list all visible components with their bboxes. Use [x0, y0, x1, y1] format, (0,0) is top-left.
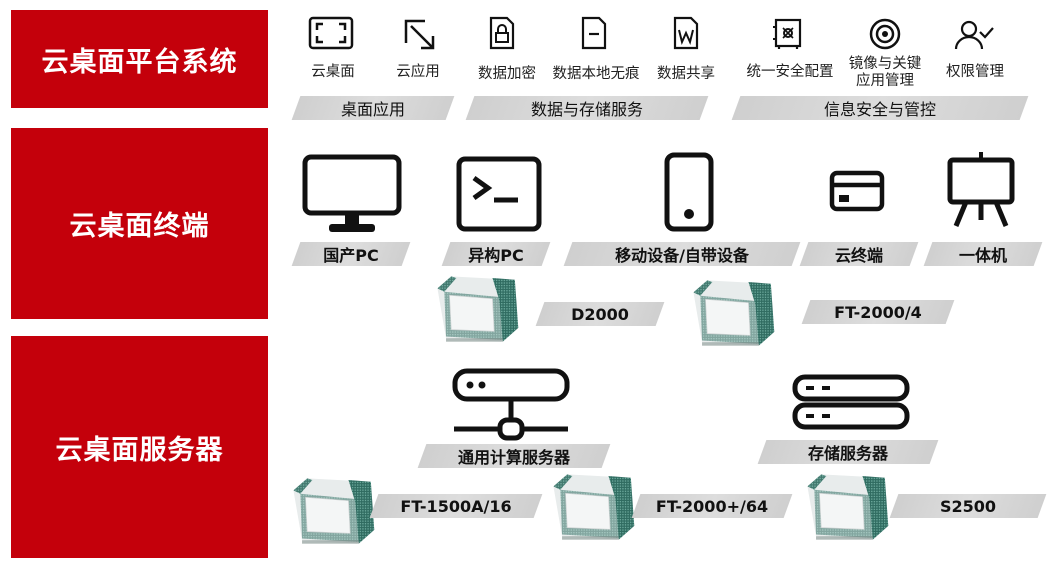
label-mirror-app-line2: 应用管理: [856, 73, 914, 89]
arrow-box-icon: [403, 18, 437, 52]
monitor-icon: [302, 154, 402, 234]
chip-ft2000-4-image: [690, 278, 776, 348]
storage-server-icon: [792, 374, 910, 430]
category-desktop-apps: 桌面应用: [296, 96, 450, 120]
label-mobile-device: 移动设备/自带设备: [568, 242, 796, 266]
file-lock-icon: [489, 16, 515, 50]
label-unified-security: 统一安全配置: [746, 64, 834, 80]
label-permission: 权限管理: [946, 64, 1004, 80]
label-chip-s2500: S2500: [894, 494, 1042, 518]
user-check-icon: [954, 20, 994, 50]
label-mirror-app: 镜像与关键 应用管理: [840, 56, 930, 90]
phone-icon: [664, 152, 714, 232]
easel-icon: [946, 150, 1016, 228]
section-terminal-title: 云桌面终端: [69, 211, 210, 242]
chip-ft1500a-image: [290, 476, 376, 546]
label-cloud-app: 云应用: [396, 64, 440, 80]
label-domestic-pc: 国产PC: [296, 242, 406, 266]
section-platform-title: 云桌面平台系统: [41, 46, 238, 78]
label-compute-server: 通用计算服务器: [422, 444, 606, 468]
chip-ft2000plus-image: [550, 472, 636, 542]
label-storage-server: 存储服务器: [762, 440, 934, 464]
section-platform: 云桌面平台系统: [11, 10, 268, 108]
section-server-title: 云桌面服务器: [55, 434, 224, 466]
label-chip-d2000: D2000: [540, 302, 660, 326]
label-mirror-app-line1: 镜像与关键: [848, 56, 922, 72]
label-data-share: 数据共享: [657, 66, 715, 82]
disc-icon: [869, 18, 901, 50]
file-w-icon: [673, 16, 699, 50]
chip-s2500-image: [804, 472, 890, 542]
terminal-icon: [456, 156, 542, 232]
category-data-storage: 数据与存储服务: [470, 96, 704, 120]
label-chip-ft2000-4: FT-2000/4: [806, 300, 950, 324]
label-data-no-trace: 数据本地无痕: [552, 66, 640, 82]
file-minus-icon: [581, 16, 607, 50]
card-icon: [829, 170, 885, 212]
label-hetero-pc: 异构PC: [446, 242, 546, 266]
section-server: 云桌面服务器: [11, 336, 268, 558]
screen-corners-icon: [308, 16, 354, 50]
label-all-in-one: 一体机: [928, 242, 1038, 266]
section-terminal: 云桌面终端: [11, 128, 268, 319]
safe-icon: [773, 18, 803, 50]
label-cloud-terminal: 云终端: [804, 242, 914, 266]
chip-d2000-image: [434, 274, 520, 344]
label-cloud-desktop: 云桌面: [311, 64, 355, 80]
label-data-encrypt: 数据加密: [478, 66, 536, 82]
network-server-icon: [452, 368, 570, 444]
category-info-security: 信息安全与管控: [736, 96, 1024, 120]
label-chip-ft1500a: FT-1500A/16: [374, 494, 538, 518]
label-chip-ft2000plus: FT-2000+/64: [636, 494, 788, 518]
